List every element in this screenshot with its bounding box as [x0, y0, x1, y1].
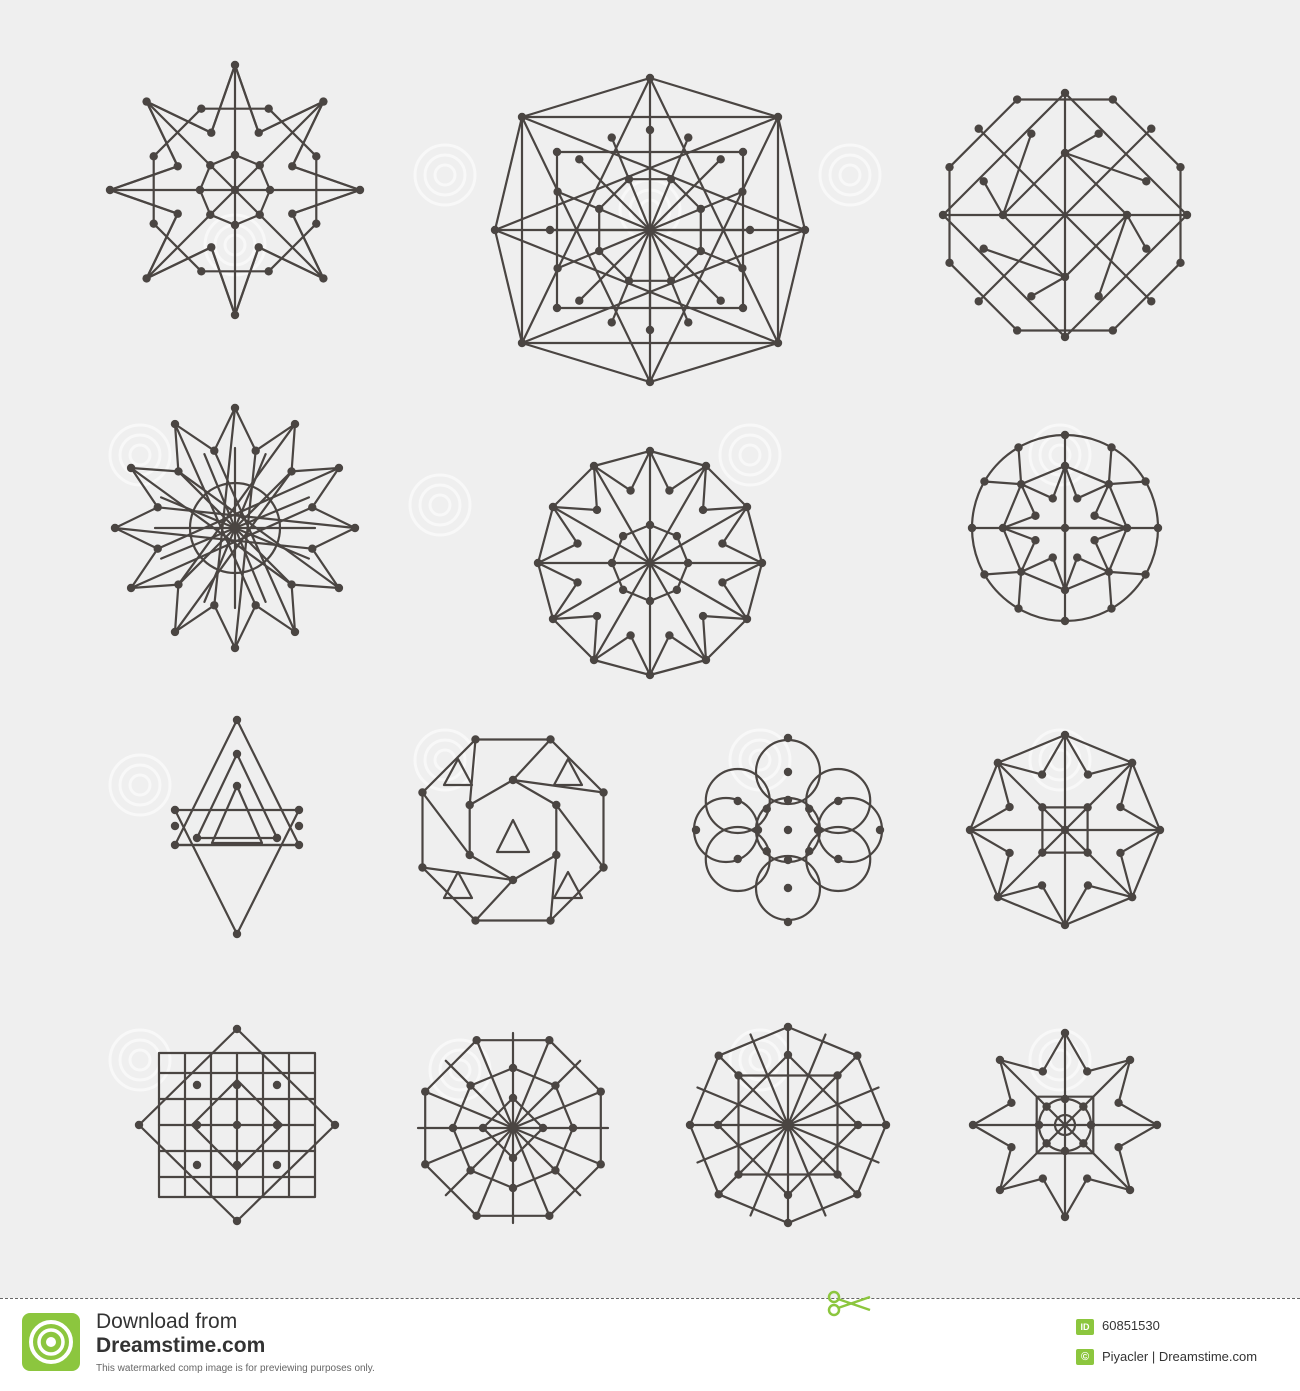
spoke-octagon-shape	[685, 1022, 891, 1228]
dreamstime-logo-icon	[22, 1313, 80, 1371]
watermark-spiral	[408, 473, 472, 537]
square-star-shape	[490, 73, 810, 387]
watermark-spiral	[728, 728, 792, 792]
faceted-decagon-shape	[533, 446, 767, 680]
copyright-badge: ©	[1076, 1349, 1094, 1365]
id-badge: ID	[1076, 1319, 1094, 1335]
watermark-spiral	[108, 1028, 172, 1092]
watermark-spiral	[108, 423, 172, 487]
grid-square-shape	[134, 1024, 340, 1226]
scissors-icon	[827, 1290, 871, 1317]
watermark-spiral	[413, 143, 477, 207]
watermark-spiral	[718, 423, 782, 487]
ring-star-shape	[968, 1028, 1162, 1222]
watermark-spiral	[728, 1028, 792, 1092]
geometric-shapes	[105, 60, 1192, 1228]
octagon-kite-shape	[938, 88, 1192, 342]
artwork-canvas	[105, 60, 1192, 1228]
watermark-spiral	[108, 753, 172, 817]
download-footer: Download from Dreamstime.com This waterm…	[0, 1290, 1300, 1391]
eight-point-star-shape	[105, 60, 365, 320]
triangle-octagon-shape	[418, 735, 608, 925]
preview-note: This watermarked comp image is for previ…	[96, 1363, 375, 1374]
radial-octagon-shape	[416, 1031, 610, 1225]
watermark-spiral	[1028, 728, 1092, 792]
circle-lattice-shape	[967, 430, 1163, 626]
download-from-label: Download from	[96, 1310, 238, 1333]
site-name[interactable]: Dreamstime.com	[96, 1334, 266, 1357]
watermark-spiral	[818, 143, 882, 207]
author-credit[interactable]: Piyacler | Dreamstime.com	[1102, 1349, 1258, 1364]
folded-octagon-shape	[965, 730, 1165, 930]
sunburst-star-shape	[110, 403, 360, 653]
flower-of-circles-shape	[691, 733, 885, 927]
watermark-layer	[108, 143, 1092, 1102]
image-id: 60851530	[1102, 1318, 1160, 1333]
stacked-triangles-shape	[170, 715, 304, 939]
